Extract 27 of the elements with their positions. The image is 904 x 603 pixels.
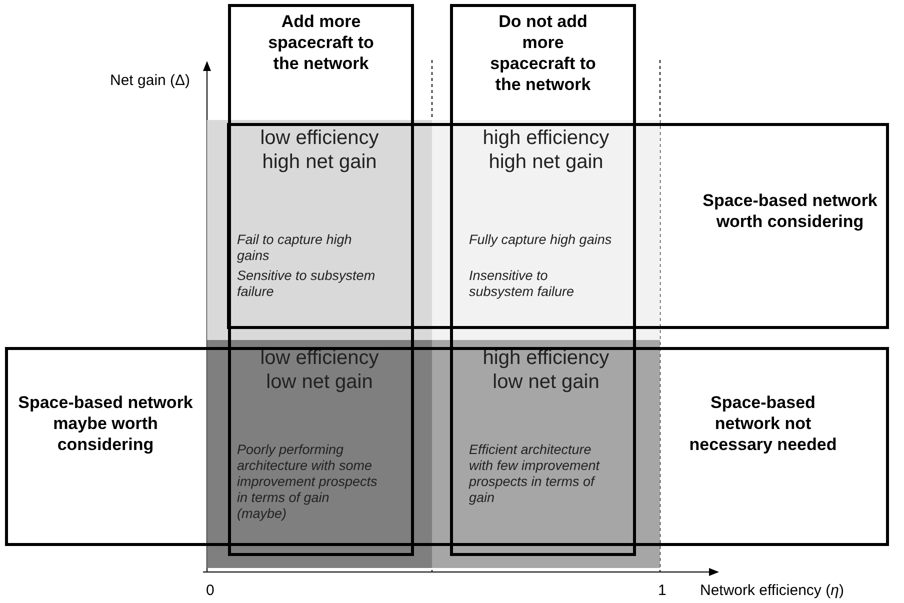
quadrant-note: Fully capture high gains (469, 232, 613, 248)
quadrant-heading: high efficiency high net gain (482, 126, 610, 174)
quadrant-note: Sensitive to subsystem failure (237, 268, 376, 300)
quadrant-cell (432, 340, 660, 568)
frame-title: Space-based network not necessary needed (688, 392, 838, 455)
quadrant-cell (207, 340, 432, 568)
quadrant-note: Efficient architecture with few improvement prospects in terms of gain (469, 442, 601, 506)
group-frame (5, 347, 889, 546)
axis-label: Net gain (Δ) (110, 72, 190, 89)
tick-label: 1 (658, 582, 666, 599)
group-frame (228, 4, 414, 556)
quadrant-cell (432, 120, 660, 340)
quadrant-note: Insensitive to subsystem failure (469, 268, 576, 300)
quadrant-heading: low efficiency high net gain (259, 126, 380, 174)
frame-title: Space-based network maybe worth considering (17, 392, 194, 455)
frame-title: Space-based network worth considering (702, 190, 878, 232)
quadrant-note: Fail to capture high gains (237, 232, 353, 264)
quadrant-note: Poorly performing architecture with some improvement prospects in terms of gain (maybe) (237, 442, 378, 522)
group-frame (450, 4, 636, 556)
quadrant-heading: high efficiency low net gain (482, 346, 610, 394)
quadrant-heading: low efficiency low net gain (259, 346, 380, 394)
axis-label: Network efficiency (η) (700, 582, 844, 599)
tick-label: 0 (206, 582, 214, 599)
frame-title: Do not add more spacecraft to the network (489, 11, 597, 95)
group-frame (227, 123, 889, 329)
quadrant-cell (207, 120, 432, 340)
frame-title: Add more spacecraft to the network (267, 11, 375, 74)
